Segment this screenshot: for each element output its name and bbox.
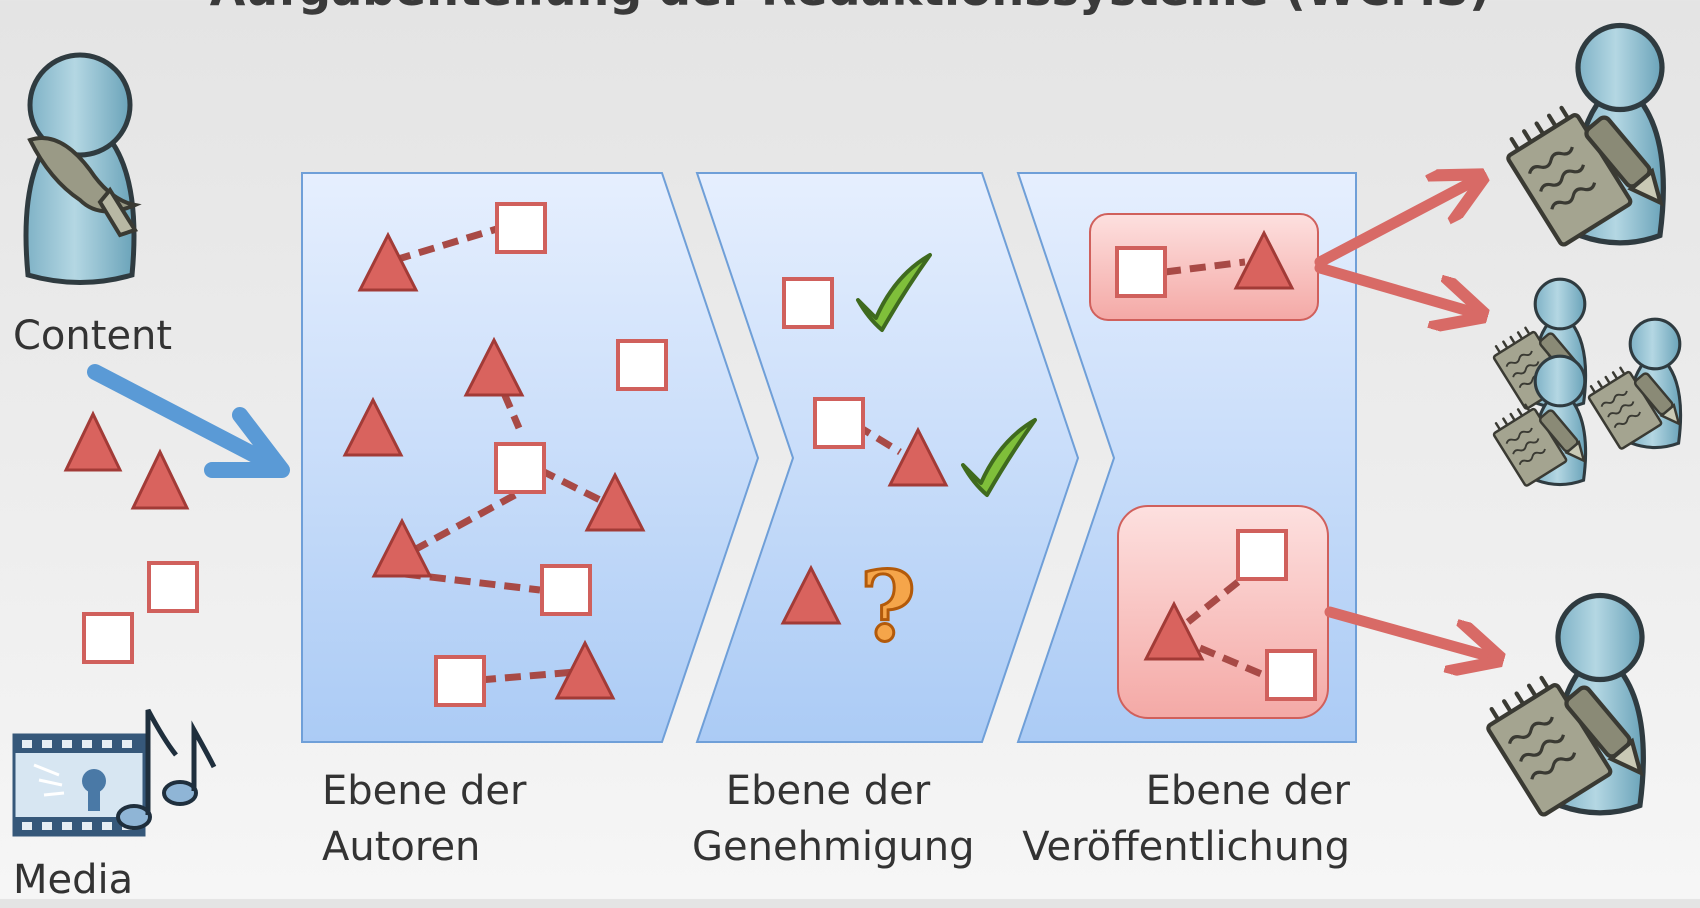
- label-approval-line2: Genehmigung: [692, 824, 975, 870]
- square-item: [1115, 246, 1167, 298]
- square-item: [1236, 529, 1288, 581]
- triangle-item: [463, 336, 525, 397]
- question-icon: ?: [860, 550, 916, 663]
- triangle-item: [130, 448, 190, 510]
- group-notepad-icon: [1487, 277, 1687, 488]
- media-label: Media: [13, 857, 134, 903]
- square-item: [616, 339, 668, 391]
- distribution-arrows: [1314, 182, 1488, 656]
- content-label: Content: [13, 313, 173, 359]
- label-authors: Ebene der Autoren: [322, 763, 526, 875]
- square-item: [494, 442, 546, 494]
- triangle-item: [357, 231, 419, 292]
- person-quill-icon: [23, 52, 142, 285]
- media-film-music-icon: [12, 708, 217, 837]
- check-icon: [961, 418, 1037, 497]
- square-item: [540, 564, 592, 616]
- page-title: Aufgabenteilung der Redaktionssysteme (W…: [0, 0, 1700, 16]
- square-item: [813, 397, 865, 449]
- publication-items: [1089, 213, 1329, 719]
- label-publication-line1: Ebene der: [1145, 768, 1350, 814]
- input-arrow: [87, 364, 290, 478]
- triangle-item: [342, 396, 404, 457]
- triangle-item: [554, 639, 616, 700]
- label-publication: Ebene der Veröffentlichung: [1018, 763, 1350, 875]
- triangle-item: [780, 564, 842, 625]
- label-publication-line2: Veröffentlichung: [1022, 824, 1350, 870]
- triangle-item: [887, 426, 949, 487]
- triangle-item: [1233, 229, 1295, 290]
- triangle-item: [371, 517, 433, 578]
- square-item: [82, 612, 134, 664]
- authors-items: [342, 202, 668, 707]
- label-authors-line1: Ebene der: [322, 768, 527, 814]
- square-item: [495, 202, 547, 254]
- square-item: [782, 277, 834, 329]
- square-item: [1265, 649, 1317, 701]
- person-notepad-icon: [1500, 26, 1671, 247]
- person-notepad-icon: [1480, 596, 1651, 817]
- square-item: [434, 655, 486, 707]
- loose-items: [63, 410, 199, 664]
- label-approval-line1: Ebene der: [725, 768, 931, 814]
- label-approval: Ebene der Genehmigung: [692, 763, 975, 875]
- label-authors-line2: Autoren: [322, 824, 481, 870]
- triangle-item: [63, 410, 123, 472]
- approval-items: ?: [780, 253, 1037, 665]
- square-item: [147, 561, 199, 613]
- triangle-item: [584, 471, 646, 532]
- triangle-item: [1143, 600, 1205, 661]
- check-icon: [856, 253, 932, 332]
